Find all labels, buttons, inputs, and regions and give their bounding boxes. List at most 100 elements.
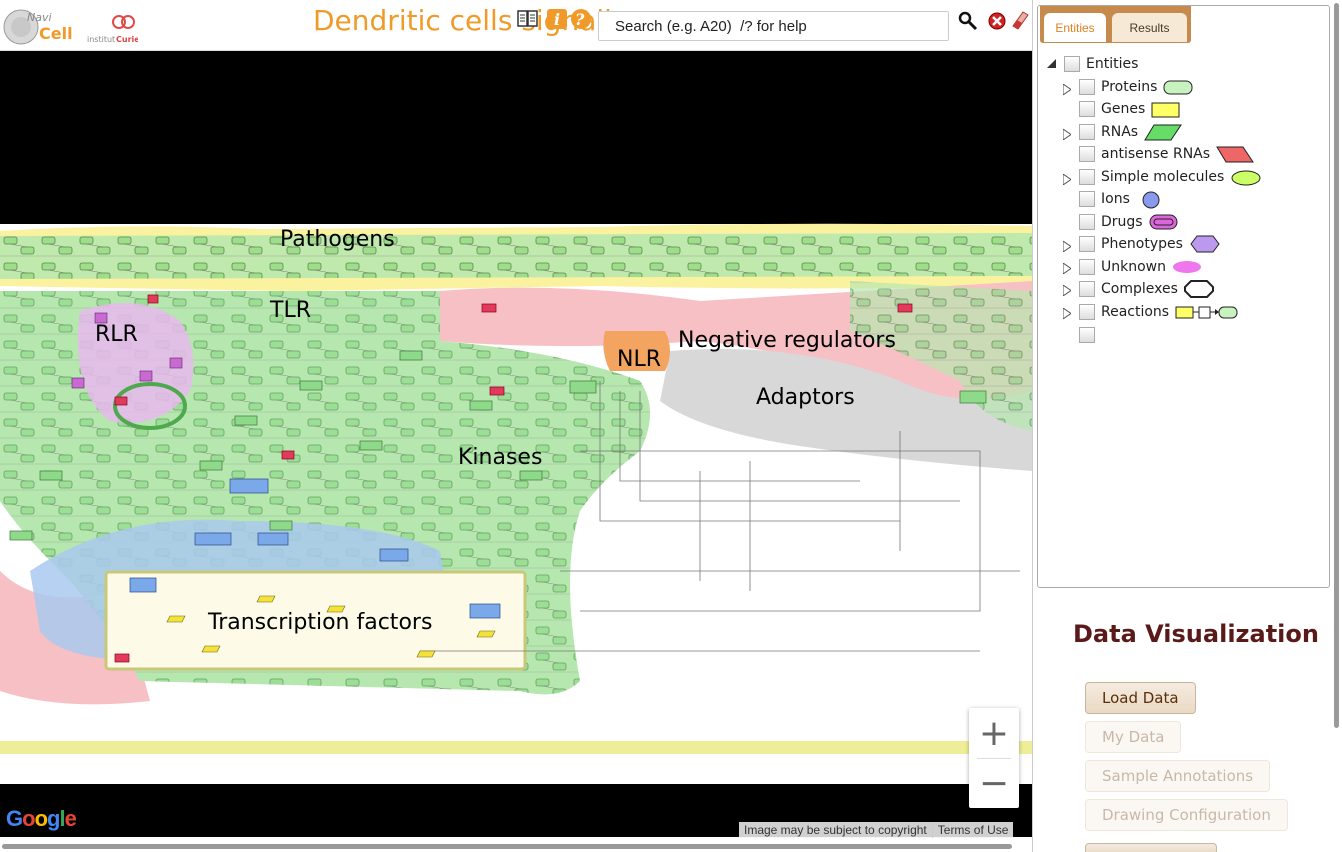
copyright-notice: Image may be subject to copyright	[739, 822, 932, 838]
region-label-kinases: Kinases	[458, 445, 542, 470]
checkbox[interactable]	[1079, 327, 1095, 343]
zoom-out-button[interactable]: −	[978, 762, 1010, 804]
tab-bar: Entities Results	[1040, 6, 1191, 43]
region-label-transcription-factors: Transcription factors	[207, 610, 432, 635]
eraser-icon[interactable]	[1009, 9, 1031, 31]
checkbox[interactable]	[1079, 101, 1095, 117]
drawing-configuration-button[interactable]: Drawing Configuration	[1085, 799, 1288, 831]
tree-item-reactions[interactable]: Reactions	[1079, 302, 1239, 322]
tree-item-empty[interactable]	[1079, 325, 1101, 345]
checkbox[interactable]	[1079, 146, 1095, 162]
horizontal-scrollbar-thumb[interactable]	[2, 844, 1012, 849]
simple-molecules-legend-icon	[1231, 170, 1261, 185]
map-attribution: Image may be subject to copyright Terms …	[739, 822, 1014, 838]
svg-text:Curie: Curie	[116, 35, 138, 44]
checkbox[interactable]	[1079, 259, 1095, 275]
expand-triangle-icon[interactable]	[1063, 241, 1071, 252]
search-icon[interactable]	[957, 10, 979, 32]
ions-legend-icon	[1142, 191, 1160, 208]
tree-item-drugs[interactable]: Drugs	[1079, 212, 1179, 232]
tree-item-label: antisense RNAs	[1101, 146, 1211, 162]
checkbox[interactable]	[1064, 56, 1080, 72]
region-label-pathogens: Pathogens	[280, 227, 395, 252]
collapse-triangle-icon[interactable]	[1047, 59, 1056, 68]
svg-text:i: i	[554, 10, 560, 29]
next-button-partial[interactable]	[1085, 843, 1217, 852]
tree-item-label: Ions	[1101, 191, 1130, 207]
page-title: Dendritic cells signaling	[313, 4, 648, 37]
book-icon[interactable]	[517, 8, 539, 30]
genes-legend-icon	[1151, 102, 1180, 117]
checkbox[interactable]	[1079, 214, 1095, 230]
zoom-in-button[interactable]: +	[978, 712, 1010, 754]
checkbox[interactable]	[1079, 236, 1095, 252]
tree-item-rnas[interactable]: RNAs	[1079, 122, 1183, 142]
region-label-nlr: NLR	[617, 347, 661, 372]
checkbox[interactable]	[1079, 281, 1095, 297]
tree-item-antisense-rnas[interactable]: antisense RNAs	[1079, 144, 1254, 164]
map-viewport[interactable]: Pathogens TLR RLR NLR Negative regulator…	[0, 51, 1032, 837]
load-data-button[interactable]: Load Data	[1085, 682, 1196, 714]
tree-item-simple-molecules[interactable]: Simple molecules	[1079, 167, 1262, 187]
expand-triangle-icon[interactable]	[1063, 263, 1071, 274]
tree-item-label: RNAs	[1101, 124, 1139, 140]
rnas-legend-icon	[1144, 124, 1183, 140]
svg-text:?: ?	[575, 10, 585, 29]
tree-item-label: Reactions	[1101, 304, 1170, 320]
tree-item-complexes[interactable]: Complexes	[1079, 279, 1216, 299]
vertical-scrollbar[interactable]	[1333, 0, 1342, 852]
entity-tree: Entities Proteins Genes RNAs	[1038, 6, 1328, 576]
my-data-button[interactable]: My Data	[1085, 721, 1182, 753]
navicell-curie-logo: Navi Cell institut Curie	[3, 9, 138, 45]
help-icon[interactable]: ?	[570, 8, 592, 30]
clear-search-icon[interactable]	[986, 10, 1008, 32]
expand-triangle-icon[interactable]	[1063, 129, 1071, 140]
checkbox[interactable]	[1079, 191, 1095, 207]
tree-item-label: Phenotypes	[1101, 236, 1183, 252]
google-logo: Google	[6, 806, 77, 831]
tree-item-label: Unknown	[1101, 259, 1166, 275]
tree-root-label: Entities	[1086, 56, 1139, 72]
expand-triangle-icon[interactable]	[1063, 308, 1071, 319]
vertical-scrollbar-thumb[interactable]	[1334, 3, 1339, 728]
expand-triangle-icon[interactable]	[1063, 174, 1071, 185]
checkbox[interactable]	[1079, 169, 1095, 185]
svg-text:Cell: Cell	[39, 24, 73, 43]
tree-item-label: Genes	[1101, 101, 1146, 117]
terms-of-use-link[interactable]: Terms of Use	[931, 822, 1014, 838]
svg-text:Navi: Navi	[27, 11, 52, 24]
header: Navi Cell institut Curie Dendritic cells…	[0, 0, 1032, 51]
tree-item-genes[interactable]: Genes	[1079, 99, 1181, 119]
tab-entities[interactable]: Entities	[1044, 13, 1106, 42]
zoom-control: + −	[969, 708, 1019, 808]
checkbox[interactable]	[1079, 304, 1095, 320]
region-label-rlr: RLR	[95, 322, 138, 347]
region-label-adaptors: Adaptors	[756, 385, 855, 410]
network-map[interactable]: Pathogens TLR RLR NLR Negative regulator…	[0, 51, 1032, 837]
info-icon[interactable]: i	[546, 8, 568, 30]
tree-root[interactable]: Entities	[1064, 54, 1138, 74]
tree-item-ions[interactable]: Ions	[1079, 189, 1164, 209]
sidebar: Entities Results Entities Proteins Genes	[1032, 0, 1342, 852]
entities-panel: Entities Results Entities Proteins Genes	[1037, 5, 1330, 588]
phenotypes-legend-icon	[1190, 235, 1220, 253]
search-input[interactable]	[598, 11, 949, 41]
tree-item-label: Complexes	[1101, 281, 1178, 297]
expand-triangle-icon[interactable]	[1063, 84, 1071, 95]
horizontal-scrollbar[interactable]	[0, 841, 1032, 852]
unknown-legend-icon	[1173, 261, 1201, 273]
svg-text:institut: institut	[87, 35, 115, 44]
tree-item-phenotypes[interactable]: Phenotypes	[1079, 234, 1221, 254]
sample-annotations-button[interactable]: Sample Annotations	[1085, 760, 1271, 792]
antisense-rnas-legend-icon	[1216, 146, 1254, 162]
tree-item-label: Simple molecules	[1101, 169, 1225, 185]
checkbox[interactable]	[1079, 79, 1095, 95]
tree-item-label: Drugs	[1101, 214, 1143, 230]
region-label-negative-regulators: Negative regulators	[678, 328, 896, 353]
tree-item-unknown[interactable]: Unknown	[1079, 257, 1204, 277]
tree-item-proteins[interactable]: Proteins	[1079, 77, 1193, 97]
expand-triangle-icon[interactable]	[1063, 285, 1071, 296]
checkbox[interactable]	[1079, 124, 1095, 140]
tab-results[interactable]: Results	[1112, 13, 1187, 42]
region-label-tlr: TLR	[269, 298, 311, 323]
